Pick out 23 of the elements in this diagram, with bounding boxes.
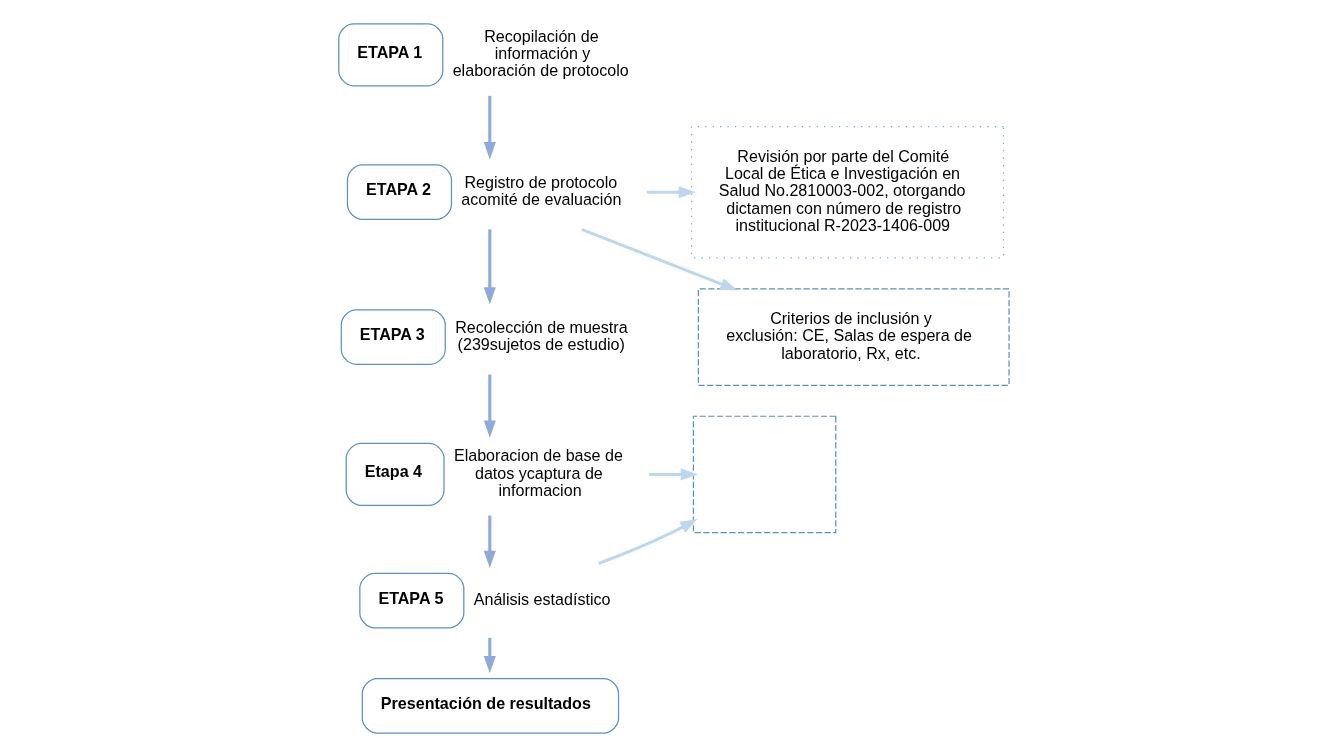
node-box: Etapa 4 [345,442,445,506]
arrow [483,637,496,673]
arrow [581,227,738,290]
node-label: Análisis estadístico [473,589,611,608]
node-box: Revisión por parte del Comité Local de Ética e Investigación en Salud No.2810003-002, otorgando dictamen con número de registro institucional R-2023-1406-009 [690,125,1005,258]
arrow [483,515,496,568]
node-label: Recopilación de información y elaboración de protocolo [452,26,629,79]
node-box: ETAPA 1 [338,22,444,86]
node-label: Elaboracion de base de datos ycaptura de informacion [453,445,623,499]
node-box: Presentación de resultados [361,677,620,734]
arrow [483,228,496,305]
node-label: Registro de protocolo acomité de evaluación [461,172,622,208]
node-box: ETAPA 5 [359,572,465,629]
node-label: Recolección de muestra (239sujetos de estudio) [455,317,628,353]
arrow [598,518,698,565]
node-box: Criterios de inclusión y exclusión: CE, Salas de espera de laboratorio, Rx, etc. [697,287,1010,386]
arrow [483,95,496,159]
arrow [483,373,496,438]
arrow [649,467,699,480]
node-box [692,415,837,533]
node-box: ETAPA 2 [346,163,453,220]
arrow [647,185,696,198]
node-box: ETAPA 3 [340,308,446,365]
